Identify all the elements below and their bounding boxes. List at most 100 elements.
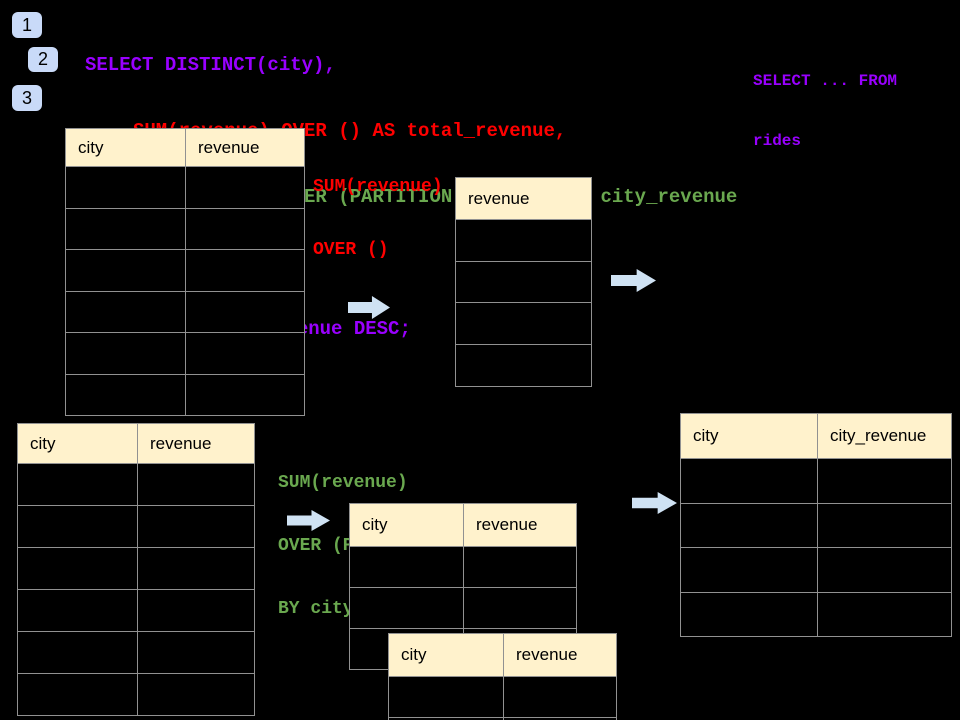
table-cell-empty bbox=[66, 167, 186, 208]
table-source-top: city revenue bbox=[65, 128, 305, 416]
table-row bbox=[66, 290, 304, 332]
from-rides-note: SELECT ... FROM rides bbox=[753, 31, 897, 191]
table-cell-empty bbox=[138, 464, 254, 505]
from-note-line-1: SELECT ... FROM bbox=[753, 72, 898, 90]
step-badge-3: 3 bbox=[12, 85, 42, 111]
table-cell-empty bbox=[18, 506, 138, 547]
table-row bbox=[681, 591, 951, 636]
table-row bbox=[681, 458, 951, 503]
table-cell-empty bbox=[138, 506, 254, 547]
table-cell-empty bbox=[18, 464, 138, 505]
column-header-city: city bbox=[350, 504, 464, 546]
table-cell-empty bbox=[681, 459, 818, 503]
column-header-revenue: revenue bbox=[516, 645, 578, 664]
table-header-row: revenue bbox=[456, 178, 591, 219]
table-row bbox=[66, 166, 304, 208]
table-cell-empty bbox=[66, 208, 186, 249]
step-badge-2: 2 bbox=[28, 47, 58, 72]
table-row bbox=[18, 673, 254, 715]
sql-line-select: SELECT DISTINCT(city), bbox=[85, 54, 336, 76]
table-row bbox=[66, 373, 304, 415]
arrow-right-icon bbox=[632, 492, 677, 514]
table-header-row: city revenue bbox=[389, 634, 616, 676]
table-row bbox=[66, 332, 304, 374]
table-cell-empty bbox=[504, 718, 616, 720]
table-cell-empty bbox=[818, 548, 951, 592]
table-cell-empty bbox=[818, 503, 951, 547]
table-cell-empty bbox=[350, 588, 464, 628]
table-cell-empty bbox=[186, 374, 304, 415]
table-cell-empty bbox=[18, 674, 138, 715]
table-source-bottom: city revenue bbox=[17, 423, 255, 716]
table-cell-empty bbox=[66, 250, 186, 291]
column-header-revenue: revenue bbox=[476, 515, 538, 534]
table-row bbox=[681, 502, 951, 547]
table-body bbox=[681, 458, 951, 636]
table-row bbox=[18, 631, 254, 673]
table-row bbox=[389, 676, 616, 717]
table-cell-empty bbox=[186, 333, 304, 374]
table-row bbox=[456, 302, 591, 345]
table-cell-empty bbox=[186, 208, 304, 249]
table-row bbox=[18, 505, 254, 547]
table-row bbox=[66, 207, 304, 249]
table-cell-empty bbox=[350, 547, 464, 587]
table-cell-empty bbox=[681, 503, 818, 547]
table-cell-empty bbox=[138, 548, 254, 589]
partition-annotation-line-1: SUM(revenue) bbox=[278, 473, 408, 493]
table-row bbox=[18, 547, 254, 589]
table-header-row: city revenue bbox=[350, 504, 576, 546]
column-header-revenue: revenue bbox=[468, 188, 530, 208]
table-body bbox=[18, 463, 254, 715]
table-cell-empty bbox=[186, 167, 304, 208]
table-header-row: city revenue bbox=[66, 129, 304, 166]
table-row bbox=[66, 249, 304, 291]
table-cell-empty bbox=[456, 345, 591, 386]
table-cell-empty bbox=[681, 592, 818, 636]
table-row bbox=[350, 546, 576, 587]
table-row bbox=[681, 547, 951, 592]
table-body bbox=[456, 219, 591, 386]
table-header-row: city revenue bbox=[18, 424, 254, 463]
table-row bbox=[18, 463, 254, 505]
table-cell-empty bbox=[186, 250, 304, 291]
table-cell-empty bbox=[18, 590, 138, 631]
table-cell-empty bbox=[818, 459, 951, 503]
table-cell-empty bbox=[66, 374, 186, 415]
table-body bbox=[389, 676, 616, 720]
total-annotation-line-2: OVER () bbox=[313, 240, 389, 260]
table-cell-empty bbox=[66, 291, 186, 332]
table-city-revenue-result: city city_revenue bbox=[680, 413, 952, 637]
table-cell-empty bbox=[456, 261, 591, 303]
table-body bbox=[66, 166, 304, 415]
table-cell-empty bbox=[464, 547, 576, 587]
table-cell-empty bbox=[66, 333, 186, 374]
step-badge-1: 1 bbox=[12, 12, 42, 38]
table-cell-empty bbox=[18, 632, 138, 673]
table-cell-empty bbox=[456, 220, 591, 261]
table-cell-empty bbox=[138, 674, 254, 715]
table-total-revenue: revenue bbox=[455, 177, 592, 387]
table-row bbox=[350, 587, 576, 628]
table-cell-empty bbox=[389, 718, 504, 720]
column-header-city-revenue: city_revenue bbox=[830, 426, 927, 445]
column-header-city: city bbox=[389, 634, 504, 676]
table-cell-empty bbox=[138, 632, 254, 673]
table-cell-empty bbox=[818, 592, 951, 636]
from-note-line-2: rides bbox=[753, 132, 802, 150]
table-cell-empty bbox=[464, 588, 576, 628]
table-cell-empty bbox=[456, 303, 591, 345]
column-header-city: city bbox=[681, 414, 818, 458]
table-cell-empty bbox=[389, 677, 504, 717]
column-header-city: city bbox=[66, 129, 186, 166]
table-cell-empty bbox=[18, 548, 138, 589]
table-row bbox=[456, 344, 591, 386]
column-header-revenue: revenue bbox=[150, 433, 212, 453]
table-header-row: city city_revenue bbox=[681, 414, 951, 458]
table-row bbox=[389, 717, 616, 720]
total-annotation-line-1: SUM(revenue) bbox=[313, 177, 443, 197]
table-cell-empty bbox=[681, 548, 818, 592]
column-header-revenue: revenue bbox=[198, 137, 260, 157]
table-partition-front: city revenue bbox=[388, 633, 617, 720]
